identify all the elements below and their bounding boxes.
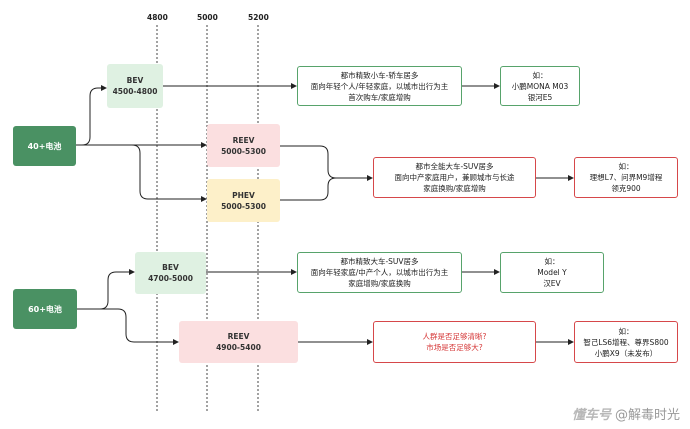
axis-tick-4800: 4800: [147, 13, 168, 22]
description-title: 都市全能大车-SUV居多: [415, 162, 494, 171]
watermark: 懂车号@解毒时光: [572, 404, 680, 423]
source-battery-40: 40+电池: [13, 126, 76, 166]
connector-40-to-bev1: [76, 85, 107, 146]
description-title: 都市精致大车-SUV居多: [340, 257, 419, 266]
connector-40-to-phev1: [76, 144, 207, 202]
example-model: Model Y: [537, 268, 567, 277]
example-model: 领克900: [611, 184, 641, 193]
description-open-questions: 人群是否足够清晰? 市场是否足够大?: [373, 321, 536, 363]
axis-tick-5000: 5000: [197, 13, 218, 22]
watermark-author: @解毒时光: [614, 408, 680, 423]
connector-60-to-bev2: [77, 269, 135, 310]
segment-type: REEV: [227, 332, 250, 341]
examples-compact-car: 如： 小鹏MONA M03 银河E5: [500, 66, 580, 106]
examples-prefix: 如：: [544, 257, 560, 266]
examples-allround-large-car: 如： 理想L7、问界M9增程 领克900: [574, 157, 678, 198]
description-purchase: 家庭换购/家庭增购: [423, 184, 486, 193]
examples-reev-large-car: 如： 智己LS6增程、尊界S800 小鹏X9（未发布）: [574, 321, 678, 363]
segment-range: 4900-5400: [216, 343, 261, 352]
connector-reev1-merge: [280, 145, 373, 181]
description-audience: 面向年轻个人/年轻家庭，以城市出行为主: [310, 81, 449, 91]
connector-60-to-reev2: [77, 308, 179, 345]
examples-prefix: 如：: [532, 70, 548, 80]
description-purchase: 家庭增购/家庭换购: [348, 279, 411, 288]
segment-type: BEV: [126, 76, 144, 85]
segment-range: 5000-5300: [221, 201, 266, 211]
segment-bev-4700-5000: BEV 4700-5000: [135, 252, 206, 294]
examples-compact-large-car: 如： Model Y 汉EV: [500, 252, 604, 293]
segment-range: 4500-4800: [112, 87, 158, 96]
segment-type: BEV: [162, 263, 179, 272]
segment-phev-5000-5300: PHEV 5000-5300: [207, 179, 280, 222]
source-battery-40-label: 40+电池: [27, 141, 62, 151]
description-title: 都市精致小车-轿车居多: [340, 70, 419, 80]
connector-phev1-merge: [280, 177, 337, 201]
segment-type: PHEV: [232, 190, 255, 200]
segment-reev-5000-5300: REEV 5000-5300: [207, 124, 280, 167]
description-urban-compact-car: 都市精致小车-轿车居多 面向年轻个人/年轻家庭，以城市出行为主 首次购车/家庭增…: [297, 66, 462, 106]
source-battery-60-label: 60+电池: [28, 304, 62, 314]
segment-range: 5000-5300: [221, 146, 266, 156]
watermark-brand: 懂车号: [571, 408, 611, 423]
segment-reev-4900-5400: REEV 4900-5400: [179, 321, 298, 363]
description-purchase: 首次购车/家庭增购: [348, 92, 411, 102]
example-model: 汉EV: [543, 279, 561, 288]
question-market-size: 市场是否足够大?: [426, 343, 483, 352]
example-model: 银河E5: [527, 92, 553, 102]
description-audience: 面向中产家庭用户，兼顾城市与长途: [394, 173, 515, 182]
examples-prefix: 如：: [618, 326, 634, 336]
question-audience: 人群是否足够清晰?: [422, 332, 487, 341]
description-audience: 面向年轻家庭/中产个人，以城市出行为主: [310, 268, 449, 277]
examples-prefix: 如：: [618, 162, 634, 171]
axis-tick-5200: 5200: [248, 13, 269, 22]
source-battery-60: 60+电池: [13, 289, 77, 329]
description-urban-allround-large-car: 都市全能大车-SUV居多 面向中产家庭用户，兼顾城市与长途 家庭换购/家庭增购: [373, 157, 536, 198]
segment-range: 4700-5000: [148, 274, 193, 283]
example-model: 小鹏MONA M03: [511, 81, 569, 91]
example-model: 智己LS6增程、尊界S800: [583, 337, 669, 347]
example-model: 理想L7、问界M9增程: [589, 173, 663, 182]
segment-type: REEV: [232, 135, 255, 145]
segment-bev-4500-4800: BEV 4500-4800: [107, 64, 163, 108]
description-urban-compact-large-car: 都市精致大车-SUV居多 面向年轻家庭/中产个人，以城市出行为主 家庭增购/家庭…: [297, 252, 462, 293]
example-model: 小鹏X9（未发布）: [594, 348, 658, 358]
